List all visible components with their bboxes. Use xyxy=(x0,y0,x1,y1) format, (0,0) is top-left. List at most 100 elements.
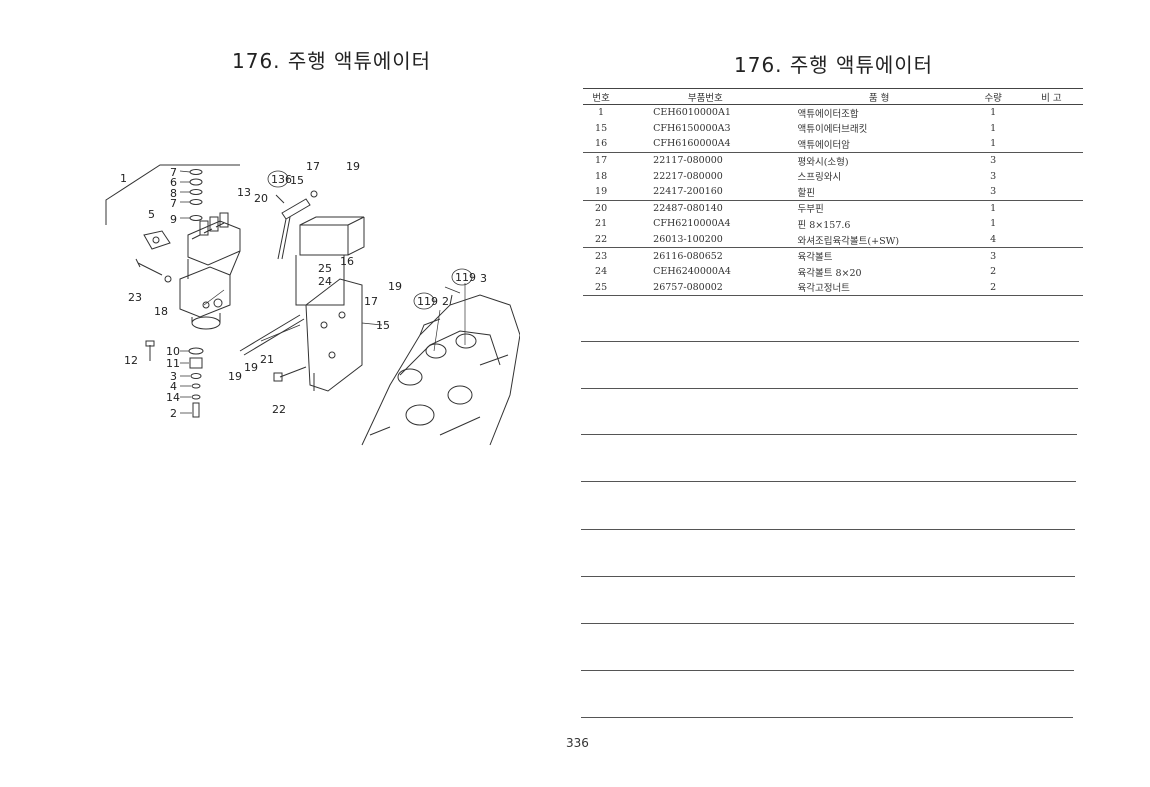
table-row: 22 26013-100200 와셔조립육각볼트(+SW) 4 xyxy=(583,231,1083,249)
callout-label: 12 xyxy=(124,354,138,367)
callout-label: 22 xyxy=(272,403,286,416)
row-description: 두부핀 xyxy=(797,204,824,216)
row-quantity: 1 xyxy=(990,202,997,214)
row-quantity: 1 xyxy=(990,107,997,119)
row-part-number: 26116-080652 xyxy=(653,250,723,262)
callout-label: 9 xyxy=(170,213,177,226)
callout-label: 19 xyxy=(244,361,258,374)
callout-label: 17 xyxy=(306,160,320,173)
table-row: 17 22117-080000 평와시(소형) 3 xyxy=(583,152,1083,168)
table-row: 18 22217-080000 스프링와시 3 xyxy=(583,168,1083,184)
row-part-number: CFH6160000A4 xyxy=(619,136,792,153)
table-row: 21 CFH6210000A4 핀 8×157.6 1 xyxy=(583,216,1083,232)
callout-label: 2 xyxy=(170,407,177,420)
callout-label: 1 xyxy=(120,172,127,185)
callout-label: 20 xyxy=(254,192,268,205)
header-quantity: 수량 xyxy=(966,88,1020,105)
row-part-number: CEH6240000A4 xyxy=(653,266,731,278)
row-description: 할핀 xyxy=(791,183,967,201)
row-part-number: 22417-200160 xyxy=(619,183,792,201)
callout-label: 11 xyxy=(166,357,180,370)
blank-ruled-line xyxy=(581,388,1078,389)
row-description: 액튜에이터암 xyxy=(791,136,967,153)
row-remark xyxy=(1020,121,1083,137)
blank-ruled-line xyxy=(581,341,1079,342)
row-description: 액튜이에터브래킷 xyxy=(797,124,868,136)
row-remark xyxy=(1019,136,1083,153)
row-description: 액튜에이터조합 xyxy=(797,108,859,120)
callout-label: 7 xyxy=(170,166,177,179)
callout-label: 14 xyxy=(166,391,180,404)
table-row: 15 CFH6150000A3 액튜이에터브래킷 1 xyxy=(583,121,1083,137)
row-number: 21 xyxy=(595,218,608,230)
blank-ruled-line xyxy=(581,576,1075,577)
row-part-number: CFH6210000A4 xyxy=(653,218,731,230)
row-remark xyxy=(1020,264,1083,280)
row-quantity: 1 xyxy=(990,122,997,134)
row-part-number: 22117-080000 xyxy=(653,155,723,167)
callout-label: 15 xyxy=(290,174,304,187)
blank-ruled-line xyxy=(581,529,1075,530)
callout-label: 19 xyxy=(346,160,360,173)
callout-label: 16 xyxy=(340,255,354,268)
row-number: 18 xyxy=(595,170,608,182)
row-description: 핀 8×157.6 xyxy=(797,219,851,231)
blank-ruled-line xyxy=(581,434,1077,435)
row-number: 22 xyxy=(583,231,620,249)
callout-label: 19 xyxy=(228,370,242,383)
row-description: 육각볼트 xyxy=(797,252,833,264)
row-remark xyxy=(1019,183,1083,201)
exploded-parts-diagram: 1 7 6 8 7 9 5 13 20 136 15 17 19 16 25 2… xyxy=(105,160,520,446)
row-part-number: 22217-080000 xyxy=(653,170,723,182)
row-remark xyxy=(1020,168,1083,184)
row-remark xyxy=(1020,216,1083,232)
row-quantity: 1 xyxy=(966,136,1020,153)
row-quantity: 3 xyxy=(966,183,1020,201)
row-quantity: 3 xyxy=(990,170,997,182)
callout-label: 3 xyxy=(480,272,487,285)
row-description: 평와시(소형) xyxy=(797,156,849,168)
callout-labels: 1 7 6 8 7 9 5 13 20 136 15 17 19 16 25 2… xyxy=(120,160,487,420)
row-remark xyxy=(1020,105,1083,121)
table-row: 25 26757-080002 육각고정너트 2 xyxy=(583,279,1083,297)
row-description: 육각고정너트 xyxy=(791,279,967,297)
row-part-number: CFH6150000A3 xyxy=(653,122,731,134)
right-page-title: 176. 주행 액튜에이터 xyxy=(734,53,934,77)
table-row: 1 CEH6010000A1 액튜에이터조합 1 xyxy=(583,105,1083,121)
rod-21 xyxy=(239,314,305,356)
callout-label: 7 xyxy=(170,197,177,210)
row-number: 1 xyxy=(598,107,605,119)
callout-label: 2 xyxy=(442,295,449,308)
row-quantity: 3 xyxy=(990,155,997,167)
row-quantity: 1 xyxy=(990,218,997,230)
row-description: 와셔조립육각볼트(+SW) xyxy=(791,231,967,249)
row-number: 25 xyxy=(583,279,620,297)
table-row: 20 22487-080140 두부핀 1 xyxy=(583,200,1083,216)
callout-label: 119 xyxy=(455,271,476,284)
blank-ruled-line xyxy=(581,717,1073,718)
actuator-arm xyxy=(277,198,365,306)
row-quantity: 2 xyxy=(966,279,1020,297)
row-remark xyxy=(1019,279,1083,297)
row-remark xyxy=(1020,200,1083,216)
row-part-number: 22487-080140 xyxy=(653,202,723,214)
callout-label: 8 xyxy=(170,187,177,200)
page-number: 336 xyxy=(566,736,589,750)
callout-label: 25 xyxy=(318,262,332,275)
callout-label: 136 xyxy=(271,173,292,186)
callout-label: 13 xyxy=(237,186,251,199)
blank-ruled-line xyxy=(581,623,1074,624)
row-part-number: 26013-100200 xyxy=(619,231,792,249)
upper-washer-stack xyxy=(189,169,203,221)
bolt-22 xyxy=(279,366,307,378)
row-quantity: 4 xyxy=(966,231,1020,249)
callout-label: 119 xyxy=(417,295,438,308)
left-page-title: 176. 주행 액튜에이터 xyxy=(232,49,432,73)
row-description: 스프링와시 xyxy=(797,172,842,184)
row-number: 15 xyxy=(595,122,608,134)
callout-label: 10 xyxy=(166,345,180,358)
header-number: 번호 xyxy=(583,88,620,105)
part-5-plate xyxy=(143,230,171,250)
callout-label: 24 xyxy=(318,275,332,288)
row-number: 17 xyxy=(595,155,608,167)
